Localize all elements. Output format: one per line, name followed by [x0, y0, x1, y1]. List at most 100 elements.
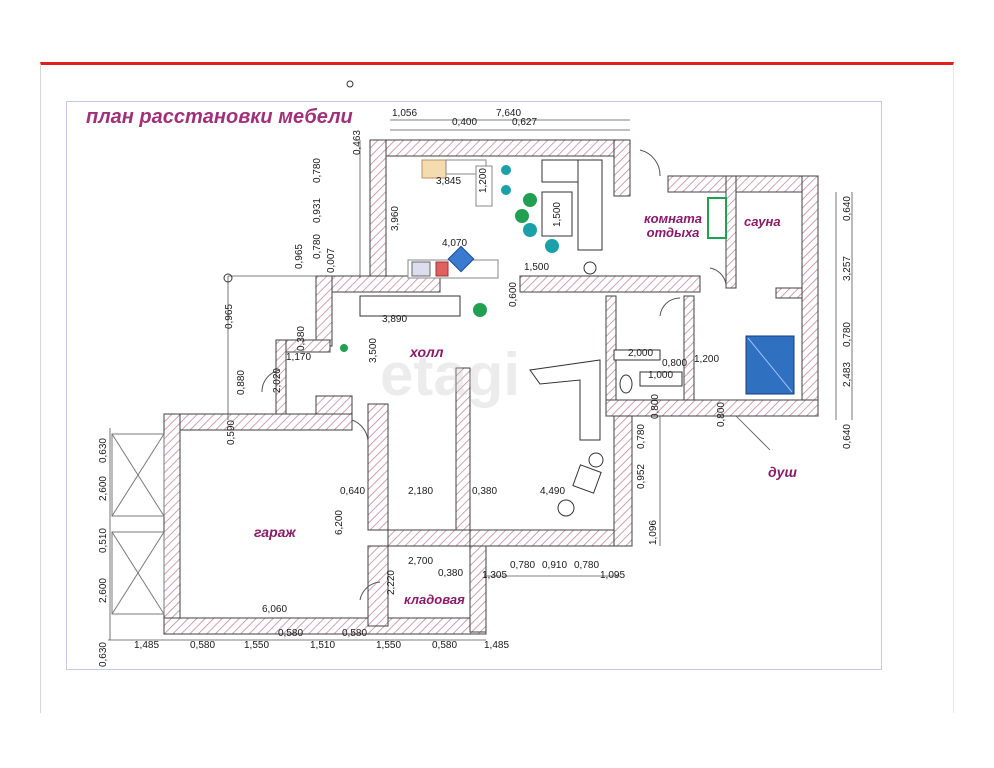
room-label-rest-room-line1: комната [644, 211, 703, 226]
dim-label: 0,910 [542, 560, 568, 571]
bench [707, 197, 727, 239]
dim-label: 4,070 [442, 238, 468, 249]
dimension-lines [108, 119, 853, 641]
dim-label: 0,965 [294, 244, 305, 270]
dim-label: 0,640 [842, 196, 853, 222]
dim-label: 4,490 [540, 486, 566, 497]
dim-label: 0,463 [352, 130, 363, 156]
wall [163, 617, 487, 635]
dim-label: 1,095 [600, 570, 626, 581]
dim-label: 0,580 [342, 628, 368, 639]
toilet [619, 374, 633, 394]
dim-label: 3,500 [368, 338, 379, 364]
wall [469, 545, 487, 633]
dining-table [541, 191, 573, 237]
room-label-rest-room-line2: отдыха [646, 225, 700, 240]
dim-label: 0,380 [438, 568, 464, 579]
walls [163, 139, 819, 635]
dim-label: 0,380 [296, 326, 307, 352]
gate [111, 531, 165, 615]
wall [801, 175, 819, 417]
dim-label: 0,627 [512, 117, 538, 128]
dim-label: 0,952 [636, 464, 647, 490]
dim-label: 0,630 [98, 642, 109, 668]
plant [515, 209, 529, 223]
wall [369, 139, 631, 157]
dim-label: 0,510 [98, 528, 109, 554]
chair [501, 185, 511, 195]
gate [111, 433, 165, 517]
dim-label: 0,800 [662, 358, 688, 369]
dim-label: 0,400 [452, 117, 478, 128]
lamp [588, 452, 604, 468]
bath-counter [639, 371, 683, 387]
wardrobe [359, 295, 461, 317]
dim-label: 3,845 [436, 176, 462, 187]
dim-label: 0,780 [510, 560, 536, 571]
room-label-storage: кладовая [404, 592, 465, 607]
dim-label: 0,640 [842, 424, 853, 450]
dim-label: 1,500 [552, 202, 563, 228]
hall-furniture [340, 295, 604, 517]
room-label-sauna: сауна [744, 214, 781, 229]
dim-label: 1,056 [392, 108, 418, 119]
corner-sofa [529, 359, 601, 441]
dim-label: 3,960 [390, 206, 401, 232]
bathroom-fixtures [613, 335, 795, 395]
chair [523, 223, 537, 237]
door-arc [639, 149, 661, 177]
dim-label: 1,485 [134, 640, 160, 651]
dim-label: 1,500 [524, 262, 550, 273]
wall [367, 403, 389, 531]
door-arc [261, 369, 281, 393]
door-arc [659, 297, 681, 317]
dim-label: 3,257 [842, 256, 853, 282]
dim-label: 1,000 [648, 370, 674, 381]
watermark: etagi [380, 341, 521, 408]
rest-room-furniture [707, 197, 727, 239]
dim-label: 0,780 [312, 158, 323, 184]
dim-label: 1,305 [482, 570, 508, 581]
lamp [557, 499, 575, 517]
dim-label: 1,510 [310, 640, 336, 651]
dim-label: 2,483 [842, 362, 853, 388]
stove [435, 261, 449, 277]
dim-label: 0,590 [226, 420, 237, 446]
dim-label: 1,550 [244, 640, 270, 651]
wall [469, 529, 631, 547]
room-label-garage: гараж [254, 524, 296, 540]
dim-label: 6,200 [334, 510, 345, 536]
lamp [583, 261, 597, 275]
dim-label: 2,180 [408, 486, 434, 497]
chair [545, 239, 559, 253]
dim-label: 0,780 [574, 560, 600, 571]
dim-label: 1,200 [694, 354, 720, 365]
room-label-hall: холл [410, 344, 444, 360]
dim-label: 2,600 [98, 476, 109, 502]
doors [261, 149, 727, 601]
dim-label: 7,640 [496, 108, 522, 119]
dim-label: 0,931 [312, 198, 323, 224]
door-arc [709, 267, 727, 285]
dim-label: 0,800 [650, 394, 661, 420]
room-label-rest-room: комната отдыха [644, 212, 702, 240]
dim-label: 2,600 [98, 578, 109, 604]
plant [523, 193, 537, 207]
armchair [572, 464, 602, 494]
wall [367, 545, 389, 627]
dim-label: 2,020 [272, 368, 283, 394]
kitchen-table [447, 245, 475, 273]
dim-label: 6,060 [262, 604, 288, 615]
dim-label: 0,780 [636, 424, 647, 450]
dim-label: 0,640 [340, 486, 366, 497]
wall [605, 399, 819, 417]
wall [315, 275, 333, 347]
dim-label: 2,000 [628, 348, 654, 359]
wall [387, 529, 481, 547]
bath-counter [613, 349, 661, 361]
dim-label: 1,200 [478, 168, 489, 194]
dim-label: 0,965 [224, 304, 235, 330]
dim-label: 0,580 [190, 640, 216, 651]
plant [340, 344, 348, 352]
